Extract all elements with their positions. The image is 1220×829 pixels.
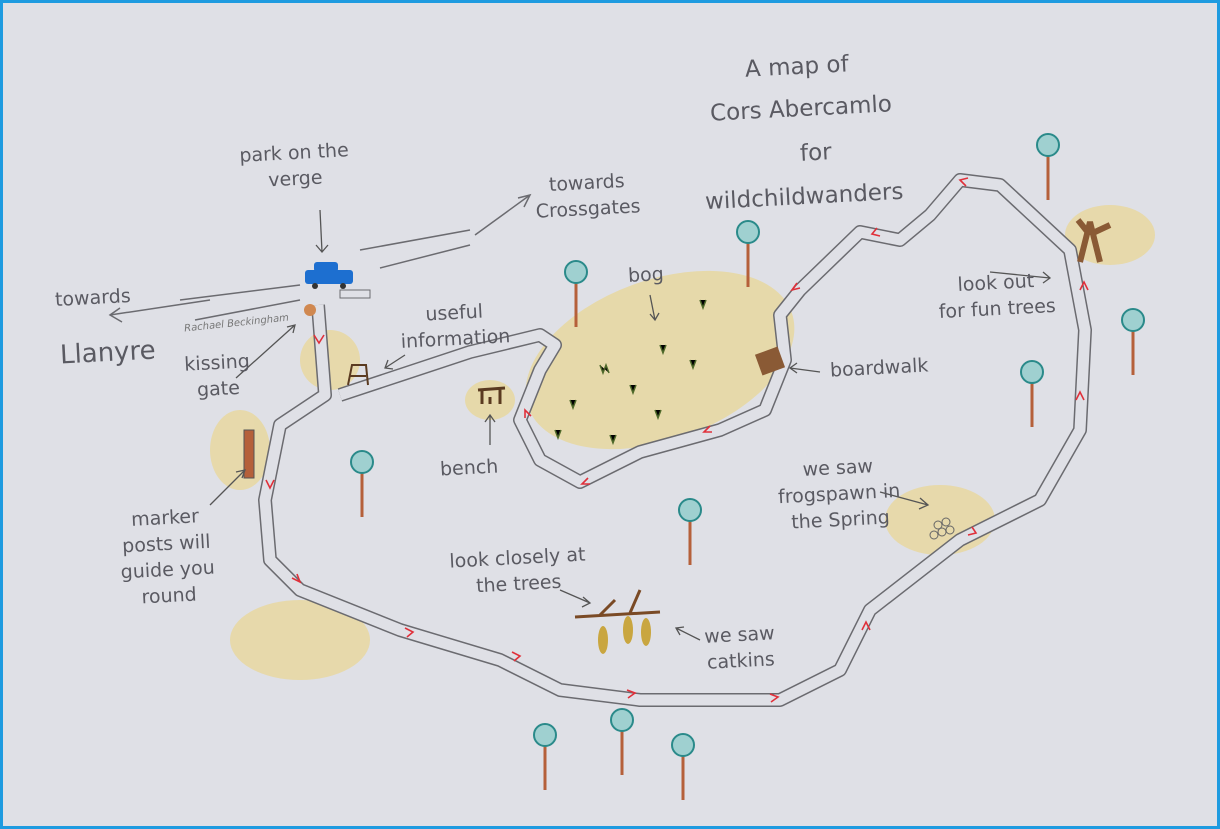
- label-park: park on the verge: [238, 139, 350, 192]
- title-line: for: [799, 139, 833, 167]
- boardwalk-icon: [754, 346, 786, 376]
- kissing-gate-icon: [304, 304, 316, 316]
- tree-icon: [1036, 133, 1060, 200]
- marker-post-icon: [243, 429, 255, 479]
- label-look-closely: look closely at the trees: [448, 543, 586, 598]
- car-icon: [305, 262, 353, 289]
- fun-tree-icon: [1075, 218, 1112, 263]
- bog-reeds: [554, 299, 707, 446]
- title-line: A map of: [744, 51, 850, 83]
- label-crossgates: towards Crossgates: [535, 170, 642, 223]
- label-towards: towards: [54, 285, 132, 311]
- tree-icon: [671, 733, 695, 800]
- label-useful-information: useful information: [400, 300, 511, 353]
- tree-icon: [1121, 308, 1145, 375]
- label-llanyre: Llanyre: [59, 335, 157, 371]
- label-catkins: we saw catkins: [703, 622, 776, 674]
- walking-path: [258, 173, 1092, 707]
- catkin-branch-icon: [574, 589, 661, 654]
- grass-shading: [210, 205, 1155, 680]
- tree-icon: [350, 450, 374, 517]
- trees: [350, 133, 1145, 800]
- tree-icon: [736, 220, 760, 287]
- tree-icon: [564, 260, 588, 327]
- direction-arrows: [265, 177, 1089, 703]
- tree-icon: [1020, 360, 1044, 427]
- frogspawn-icon: [929, 517, 955, 540]
- label-bog: bog: [627, 263, 665, 287]
- tree-icon: [678, 498, 702, 565]
- label-bench: bench: [439, 455, 499, 481]
- label-fun-trees: look out for fun trees: [938, 270, 1057, 324]
- tree-icon: [610, 708, 634, 775]
- label-frogspawn: we saw frogspawn in the Spring: [777, 455, 901, 534]
- gate-sign-icon: [339, 289, 371, 299]
- roads: [108, 193, 532, 323]
- label-boardwalk: boardwalk: [829, 354, 929, 382]
- bench-icon: [477, 386, 506, 404]
- label-kissing-gate: kissing gate: [183, 350, 251, 402]
- tree-icon: [533, 723, 557, 790]
- info-board-icon: [347, 364, 369, 386]
- pointer-arrows: [209, 209, 1052, 641]
- label-marker-posts: marker posts will guide you round: [120, 505, 216, 609]
